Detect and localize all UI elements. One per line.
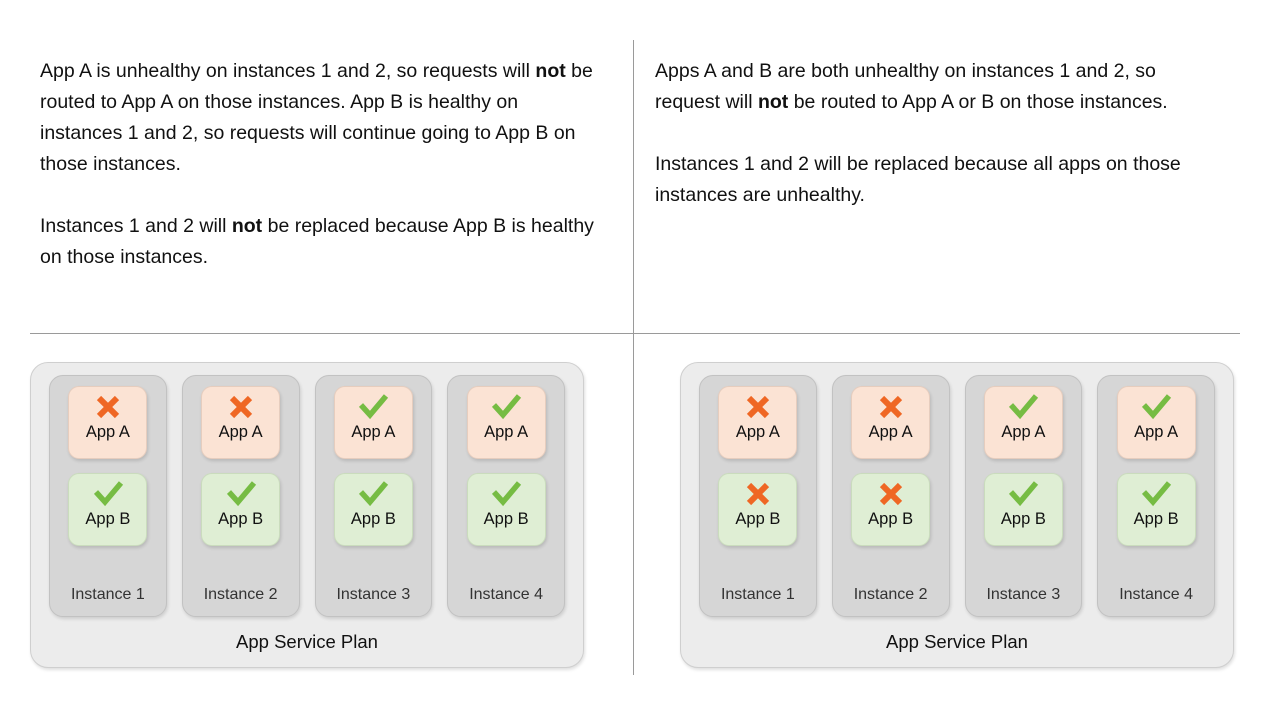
app-card-b[interactable]: App B — [983, 473, 1063, 546]
instance-box[interactable]: App A App B Instance 3 — [964, 375, 1083, 617]
app-card-b[interactable]: App B — [1116, 473, 1196, 546]
instance-label: Instance 1 — [720, 586, 795, 603]
app-name-label: App B — [735, 510, 781, 528]
app-name-label: App A — [351, 423, 396, 441]
check-icon — [91, 479, 125, 509]
instance-label: Instance 1 — [70, 586, 145, 603]
instance-box[interactable]: App A App B Instance 4 — [447, 375, 565, 617]
app-card-b[interactable]: App B — [718, 473, 798, 546]
body-text: Apps A and B are both unhealthy on insta… — [655, 60, 1156, 113]
body-text: App A is unhealthy on instances 1 and 2,… — [40, 60, 536, 82]
instance-label: Instance 2 — [203, 586, 278, 603]
app-name-label: App B — [1000, 510, 1046, 528]
left-description-panel: App A is unhealthy on instances 1 and 2,… — [40, 56, 600, 273]
app-card-a[interactable]: App A — [333, 386, 413, 459]
body-text: be routed to App A on those instances. A… — [40, 60, 593, 175]
paragraph: Apps A and B are both unhealthy on insta… — [655, 56, 1215, 118]
cross-icon — [741, 479, 775, 509]
instance-list-left: App A App B Instance 1 App A App B Instance 2… — [49, 375, 565, 617]
app-name-label: App A — [735, 423, 780, 441]
app-name-label: App A — [1134, 423, 1179, 441]
check-icon — [1006, 392, 1040, 422]
app-name-label: App B — [350, 510, 396, 528]
app-card-a[interactable]: App A — [68, 386, 148, 459]
emphasis-text: not — [535, 60, 566, 82]
app-service-plan-right: App A App B Instance 1 App A App B Instance 2… — [680, 362, 1234, 668]
app-card-b[interactable]: App B — [333, 473, 413, 546]
right-description-panel: Apps A and B are both unhealthy on insta… — [655, 56, 1215, 211]
app-name-label: App A — [868, 423, 913, 441]
cross-icon — [224, 392, 258, 422]
plan-label-right: App Service Plan — [886, 631, 1028, 652]
app-card-a[interactable]: App A — [201, 386, 281, 459]
check-icon — [1006, 479, 1040, 509]
app-card-a[interactable]: App A — [466, 386, 546, 459]
instance-label: Instance 3 — [986, 586, 1061, 603]
instance-box[interactable]: App A App B Instance 4 — [1097, 375, 1215, 617]
app-card-a[interactable]: App A — [718, 386, 798, 459]
instance-label: Instance 4 — [469, 586, 544, 603]
instance-box[interactable]: App A App B Instance 2 — [181, 375, 300, 617]
check-icon — [489, 392, 523, 422]
body-text: Instances 1 and 2 will — [40, 215, 232, 237]
cross-icon — [741, 392, 775, 422]
app-name-label: App B — [483, 510, 529, 528]
check-icon — [356, 479, 390, 509]
app-card-b[interactable]: App B — [68, 473, 148, 546]
cross-icon — [874, 392, 908, 422]
app-name-label: App A — [484, 423, 529, 441]
instance-box[interactable]: App A App B Instance 2 — [831, 375, 950, 617]
check-icon — [489, 479, 523, 509]
instance-box[interactable]: App A App B Instance 3 — [314, 375, 433, 617]
check-icon — [356, 392, 390, 422]
app-service-plan-left: App A App B Instance 1 App A App B Instance 2… — [30, 362, 584, 668]
instance-box[interactable]: App A App B Instance 1 — [699, 375, 817, 617]
app-name-label: App B — [868, 510, 914, 528]
instance-list-right: App A App B Instance 1 App A App B Instance 2… — [699, 375, 1215, 617]
app-card-b[interactable]: App B — [466, 473, 546, 546]
paragraph: App A is unhealthy on instances 1 and 2,… — [40, 56, 600, 180]
app-card-b[interactable]: App B — [851, 473, 931, 546]
app-name-label: App B — [85, 510, 131, 528]
instance-label: Instance 2 — [853, 586, 928, 603]
app-name-label: App A — [1001, 423, 1046, 441]
vertical-divider — [633, 40, 634, 675]
app-card-a[interactable]: App A — [1116, 386, 1196, 459]
cross-icon — [91, 392, 125, 422]
check-icon — [224, 479, 258, 509]
plan-label-left: App Service Plan — [236, 631, 378, 652]
horizontal-divider — [30, 333, 1240, 334]
cross-icon — [874, 479, 908, 509]
body-text: Instances 1 and 2 will be replaced becau… — [655, 153, 1181, 206]
body-text: be routed to App A or B on those instanc… — [788, 91, 1168, 113]
app-name-label: App A — [218, 423, 263, 441]
app-card-a[interactable]: App A — [983, 386, 1063, 459]
instance-label: Instance 4 — [1119, 586, 1194, 603]
app-name-label: App A — [85, 423, 130, 441]
body-text: be replaced because App B is healthy on … — [40, 215, 594, 268]
emphasis-text: not — [757, 91, 789, 113]
app-card-b[interactable]: App B — [201, 473, 281, 546]
paragraph: Instances 1 and 2 will not be replaced b… — [40, 211, 600, 273]
check-icon — [1139, 479, 1173, 509]
paragraph: Instances 1 and 2 will be replaced becau… — [655, 149, 1215, 211]
app-name-label: App B — [218, 510, 264, 528]
app-card-a[interactable]: App A — [851, 386, 931, 459]
emphasis-text: not — [231, 215, 263, 237]
instance-box[interactable]: App A App B Instance 1 — [49, 375, 167, 617]
instance-label: Instance 3 — [336, 586, 411, 603]
check-icon — [1139, 392, 1173, 422]
app-name-label: App B — [1133, 510, 1179, 528]
